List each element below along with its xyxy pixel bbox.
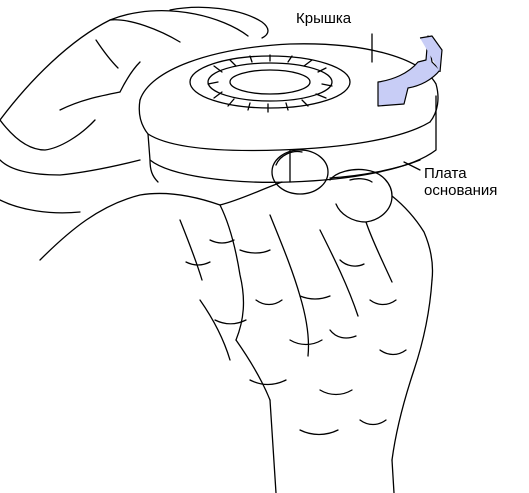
base-plate-label-line2: основания (424, 182, 497, 199)
base-plate-label-line1: Плата (424, 165, 497, 182)
lower-hand (0, 150, 433, 493)
base-plate-label: Плата основания (424, 165, 497, 199)
lid-label: Крышка (296, 10, 351, 27)
lid-rings (190, 55, 350, 112)
device-body (139, 44, 438, 182)
rotation-arrow (378, 36, 442, 106)
